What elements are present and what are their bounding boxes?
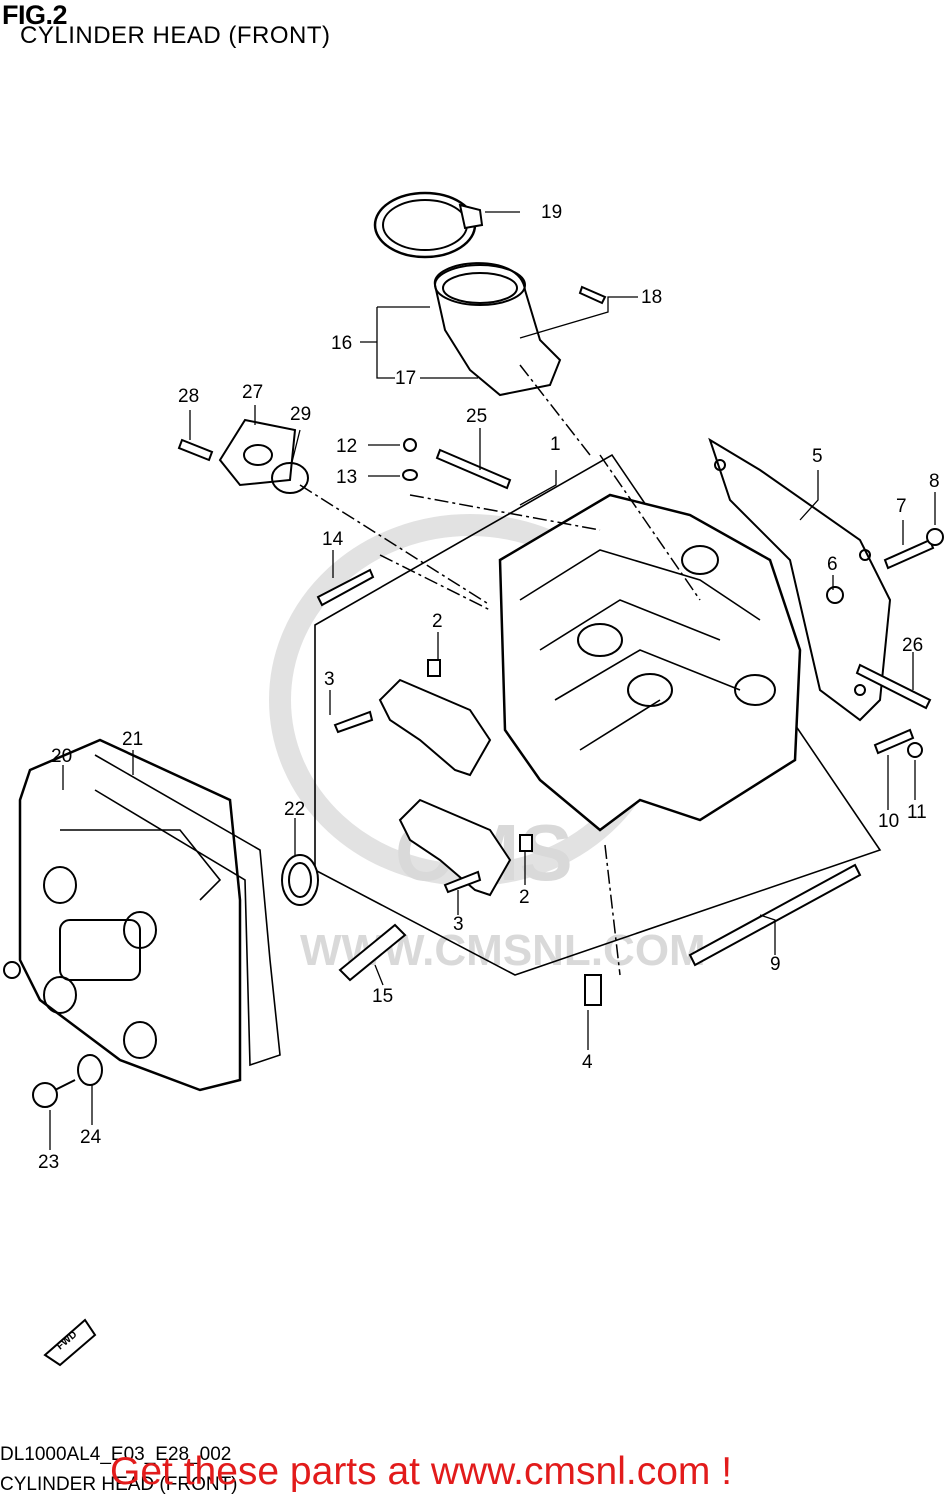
long-bolt: [688, 863, 862, 967]
callout-28: 28: [178, 386, 199, 407]
callout-15: 15: [372, 986, 393, 1007]
dowel-pin-2a: [427, 659, 441, 677]
callout-25: 25: [466, 406, 487, 427]
bolt-23: [32, 1082, 58, 1108]
callout-labels: 1 2 2 3 3 4 5 6 7 8 9 10 11 12 13 14 15 …: [38, 202, 940, 1173]
callout-22: 22: [284, 799, 305, 820]
washer-11: [907, 742, 923, 758]
callout-11: 11: [907, 802, 927, 823]
fwd-arrow-icon: FWD: [43, 1318, 97, 1367]
callout-8: 8: [929, 471, 940, 492]
callout-2b: 2: [519, 887, 530, 908]
screw-18: [578, 285, 607, 305]
callout-12: 12: [336, 436, 357, 457]
footer-subtitle: CYLINDER HEAD (FRONT): [0, 1474, 238, 1495]
callout-16: 16: [331, 333, 352, 354]
spark-plug: [338, 923, 407, 982]
intake-pipe: [433, 262, 562, 397]
bolt-7: [883, 538, 935, 570]
callout-13: 13: [336, 467, 357, 488]
callout-7: 7: [896, 496, 907, 517]
bolt-10: [873, 728, 915, 755]
cover-gasket: [94, 754, 281, 1067]
callout-27: 27: [242, 382, 263, 403]
bolt-25: [435, 448, 512, 490]
callout-14: 14: [322, 529, 344, 550]
callout-9: 9: [770, 954, 781, 975]
camshaft-holder-upper: [378, 678, 492, 777]
callout-29: 29: [290, 404, 311, 425]
bolt-14: [316, 568, 375, 607]
callout-23: 23: [38, 1152, 59, 1173]
washer-13: [402, 469, 418, 481]
bolt-28: [177, 438, 214, 462]
bolt-12: [403, 438, 417, 452]
dowel-pin-4: [584, 974, 602, 1006]
bolt-26: [855, 663, 932, 710]
washer-24: [77, 1054, 103, 1086]
callout-1: 1: [550, 434, 561, 455]
callout-18: 18: [641, 287, 662, 308]
o-ring: [271, 462, 309, 494]
head-gasket: [708, 437, 892, 722]
callout-10: 10: [878, 811, 899, 832]
camshaft-holder-lower: [398, 798, 512, 897]
callout-4: 4: [582, 1052, 593, 1073]
callout-5: 5: [812, 446, 823, 467]
figure-number: FIG.2: [2, 0, 68, 30]
parts-diagram: CMS WWW.CMSNL.COM: [3, 191, 944, 1367]
callout-3b: 3: [453, 914, 464, 935]
callout-20: 20: [51, 746, 72, 767]
callout-21: 21: [122, 729, 143, 750]
callout-17: 17: [395, 368, 416, 389]
callout-3a: 3: [324, 669, 335, 690]
cylinder-head-frame: [314, 453, 882, 976]
callout-26: 26: [902, 635, 923, 656]
callout-6: 6: [827, 554, 838, 575]
seal: [281, 854, 319, 906]
washer-8: [926, 528, 944, 546]
dowel-pin-6: [826, 586, 844, 604]
plate: [218, 418, 297, 487]
dowel-pin-2b: [519, 834, 533, 852]
bolt-3b: [443, 870, 482, 894]
bolt-3a: [333, 710, 374, 734]
intake-clamp: [373, 191, 477, 259]
callout-19: 19: [541, 202, 562, 223]
figure-subtitle: CYLINDER HEAD (FRONT): [20, 22, 331, 49]
diagram-code: DL1000AL4_E03_E28_002: [0, 1444, 232, 1465]
cta-link[interactable]: Get these parts at www.cmsnl.com !: [110, 1450, 733, 1493]
callout-2a: 2: [432, 611, 443, 632]
cylinder-head: [498, 493, 802, 832]
callout-24: 24: [80, 1127, 102, 1148]
